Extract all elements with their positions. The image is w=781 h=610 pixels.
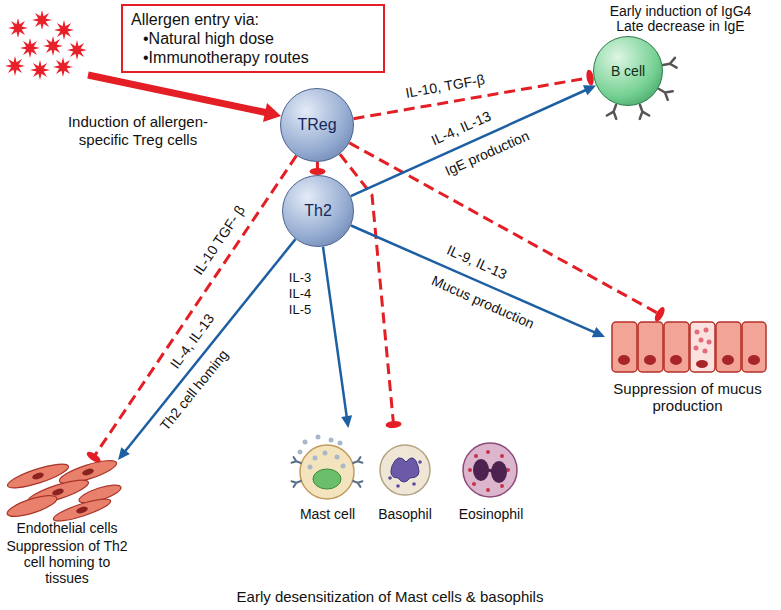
eosinophil-node: Eosinophil: [455, 428, 527, 522]
stimulation-connector: [351, 226, 605, 338]
arrow-head: [341, 415, 352, 428]
connector-line: [124, 239, 295, 452]
arrow-head: [118, 447, 130, 460]
stimulation-connector: [351, 85, 596, 196]
endothelium-node: Endothelial cellsSuppression of Th2 cell…: [3, 460, 131, 586]
cell-heading: Early induction of IgG4Late decrease in …: [583, 4, 778, 34]
inhibition-connector: [85, 156, 296, 465]
inhibition-bar: [85, 450, 102, 465]
treg-cell: TReg: [280, 88, 354, 162]
entry-box: Allergen entry via:•Natural high dose•Im…: [121, 4, 385, 73]
node-text: Basophil: [370, 506, 440, 522]
arrow-head: [583, 85, 596, 95]
node-text: Mast cell: [290, 506, 365, 522]
connector-line: [351, 90, 587, 197]
inhibition-connector: [349, 143, 666, 323]
cytokine-label: IL-3 IL-4 IL-5: [282, 270, 318, 318]
b-cell: Early induction of IgG4Late decrease in …: [593, 36, 663, 106]
connector-line: [351, 226, 596, 333]
mast-cell-node: Mast cell: [290, 428, 365, 522]
inhibition-connector: [310, 162, 326, 175]
node-text: Early induction of IgG4: [583, 4, 778, 19]
inhibition-connector: [354, 69, 595, 119]
node-text: Allergen entry via:: [131, 10, 375, 29]
cytokine-label: IL-9, IL-13: [445, 242, 510, 283]
connector-line: [93, 156, 296, 458]
text-label: Early desensitization of Mast cells & ba…: [237, 588, 544, 606]
node-text: Suppression of Th2 cell homing to tissue…: [3, 538, 131, 586]
connector-line: [323, 247, 347, 418]
text-label: Mucus production: [429, 272, 536, 332]
cytokine-label: IL-10 TGF- β: [190, 202, 248, 277]
eosinophil-figure: [463, 443, 517, 497]
cytokine-label: IL-4, IL-13: [429, 108, 494, 149]
node-text: Th2: [304, 202, 332, 220]
allergen-particles: [5, 10, 87, 80]
connector-line: [349, 143, 660, 315]
arrow-head: [592, 327, 605, 337]
mast-cell-figure: [292, 435, 363, 500]
node-text: Suppression of mucus production: [605, 380, 770, 414]
inhibition-bar: [385, 420, 402, 428]
node-text: Late decrease in IgE: [583, 19, 778, 34]
basophil-node: Basophil: [370, 428, 440, 522]
epithelium-cells: [612, 322, 766, 372]
epithelium-node: Suppression of mucus production: [605, 316, 770, 414]
node-text: B cell: [611, 63, 645, 79]
bullet-text: •Natural high dose: [143, 29, 375, 48]
bullet-text: •Immunotherapy routes: [143, 48, 375, 67]
text-label: Induction of allergen-specific Treg cell…: [63, 113, 213, 149]
inhibition-bar: [653, 306, 667, 323]
node-text: Eosinophil: [455, 506, 527, 522]
node-text: Endothelial cells: [3, 520, 131, 536]
endothelial-cells: [5, 456, 123, 525]
stimulation-connector: [323, 247, 352, 428]
th2-cell: Th2: [282, 175, 354, 247]
basophil-figure: [380, 445, 430, 495]
node-text: TReg: [297, 116, 336, 134]
